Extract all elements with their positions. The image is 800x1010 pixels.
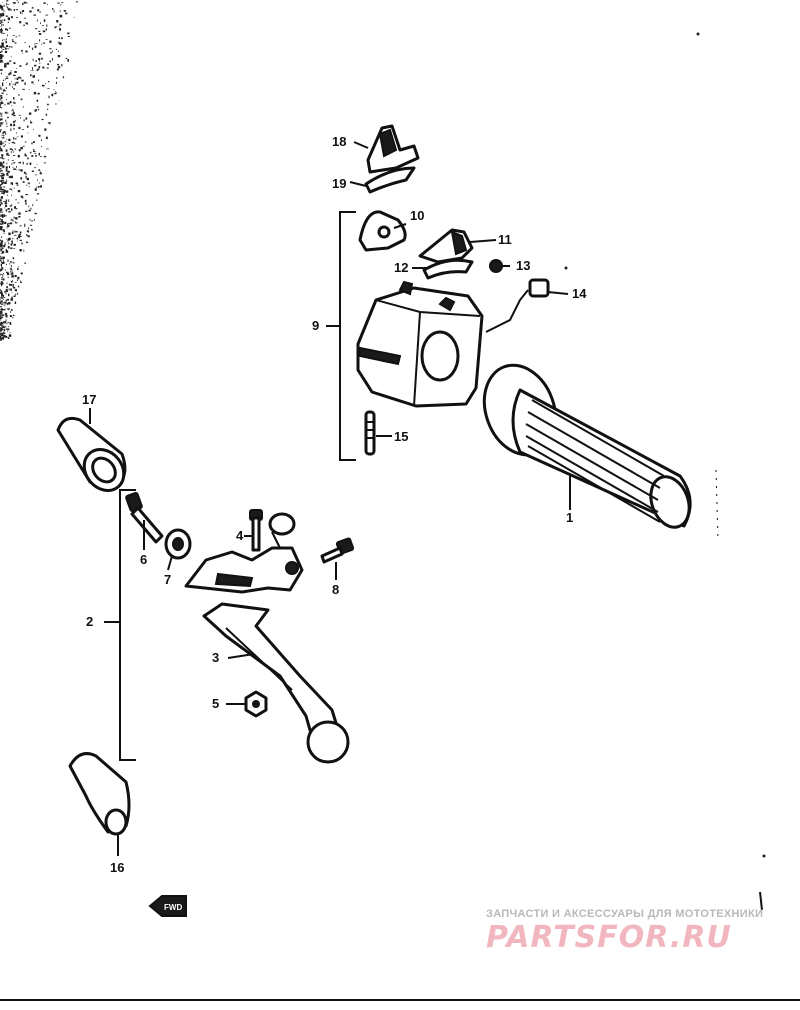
leader-lines — [89, 141, 571, 856]
label-13: 13 — [516, 258, 530, 273]
label-3: 3 — [212, 650, 219, 665]
label-17: 17 — [82, 392, 96, 407]
front-direction-marker: FWD — [148, 895, 187, 917]
watermark: ЗАПЧАСТИ И АКСЕССУАРЫ ДЛЯ МОТОТЕХНИКИ PA… — [486, 908, 786, 955]
part-3-clutch-lever — [202, 602, 350, 764]
label-18: 18 — [332, 134, 346, 149]
part-16-lever-cover — [68, 752, 131, 836]
watermark-subtitle: ЗАПЧАСТИ И АКСЕССУАРЫ ДЛЯ МОТОТЕХНИКИ — [486, 908, 764, 920]
part-15-screw — [364, 410, 376, 456]
part-18-switch-knob — [366, 124, 420, 174]
front-marker-text: FWD — [164, 903, 182, 912]
label-12: 12 — [394, 260, 408, 275]
label-5: 5 — [212, 696, 219, 711]
part-4-screw — [249, 509, 263, 552]
part-lever-bracket — [184, 512, 304, 594]
label-9: 9 — [312, 318, 319, 333]
part-labels: 18 19 10 11 12 13 14 9 15 1 17 2 6 7 4 8… — [82, 134, 587, 875]
label-16: 16 — [110, 860, 124, 875]
part-11-switch-knob — [418, 228, 474, 264]
part-12-knob-plate — [422, 258, 474, 280]
part-13-screw — [489, 259, 503, 273]
part-10-switch-piece — [358, 210, 407, 252]
scan-noise — [0, 0, 78, 341]
label-4: 4 — [236, 528, 244, 543]
label-10: 10 — [410, 208, 424, 223]
label-11: 11 — [498, 232, 512, 247]
label-6: 6 — [140, 552, 147, 567]
label-15: 15 — [394, 429, 408, 444]
part-6-bolt — [125, 491, 164, 544]
label-7: 7 — [164, 572, 171, 587]
label-14: 14 — [572, 286, 587, 301]
label-1: 1 — [566, 510, 573, 525]
part-8-screw — [320, 537, 355, 564]
part-19-knob-plate — [364, 166, 416, 194]
part-17-grip-end — [56, 416, 127, 492]
part-9-switch-housing — [356, 280, 484, 408]
group-9-bracket — [339, 211, 356, 461]
part-7-washer — [164, 528, 192, 560]
label-2: 2 — [86, 614, 93, 629]
label-19: 19 — [332, 176, 346, 191]
part-1-handle-grip — [482, 363, 692, 529]
part-14-clip — [485, 278, 550, 333]
scan-specks — [564, 32, 766, 911]
group-2-bracket — [119, 489, 136, 761]
part-5-nut — [244, 690, 268, 718]
label-8: 8 — [332, 582, 339, 597]
watermark-logo: PARTSFOR.RU — [486, 920, 732, 955]
